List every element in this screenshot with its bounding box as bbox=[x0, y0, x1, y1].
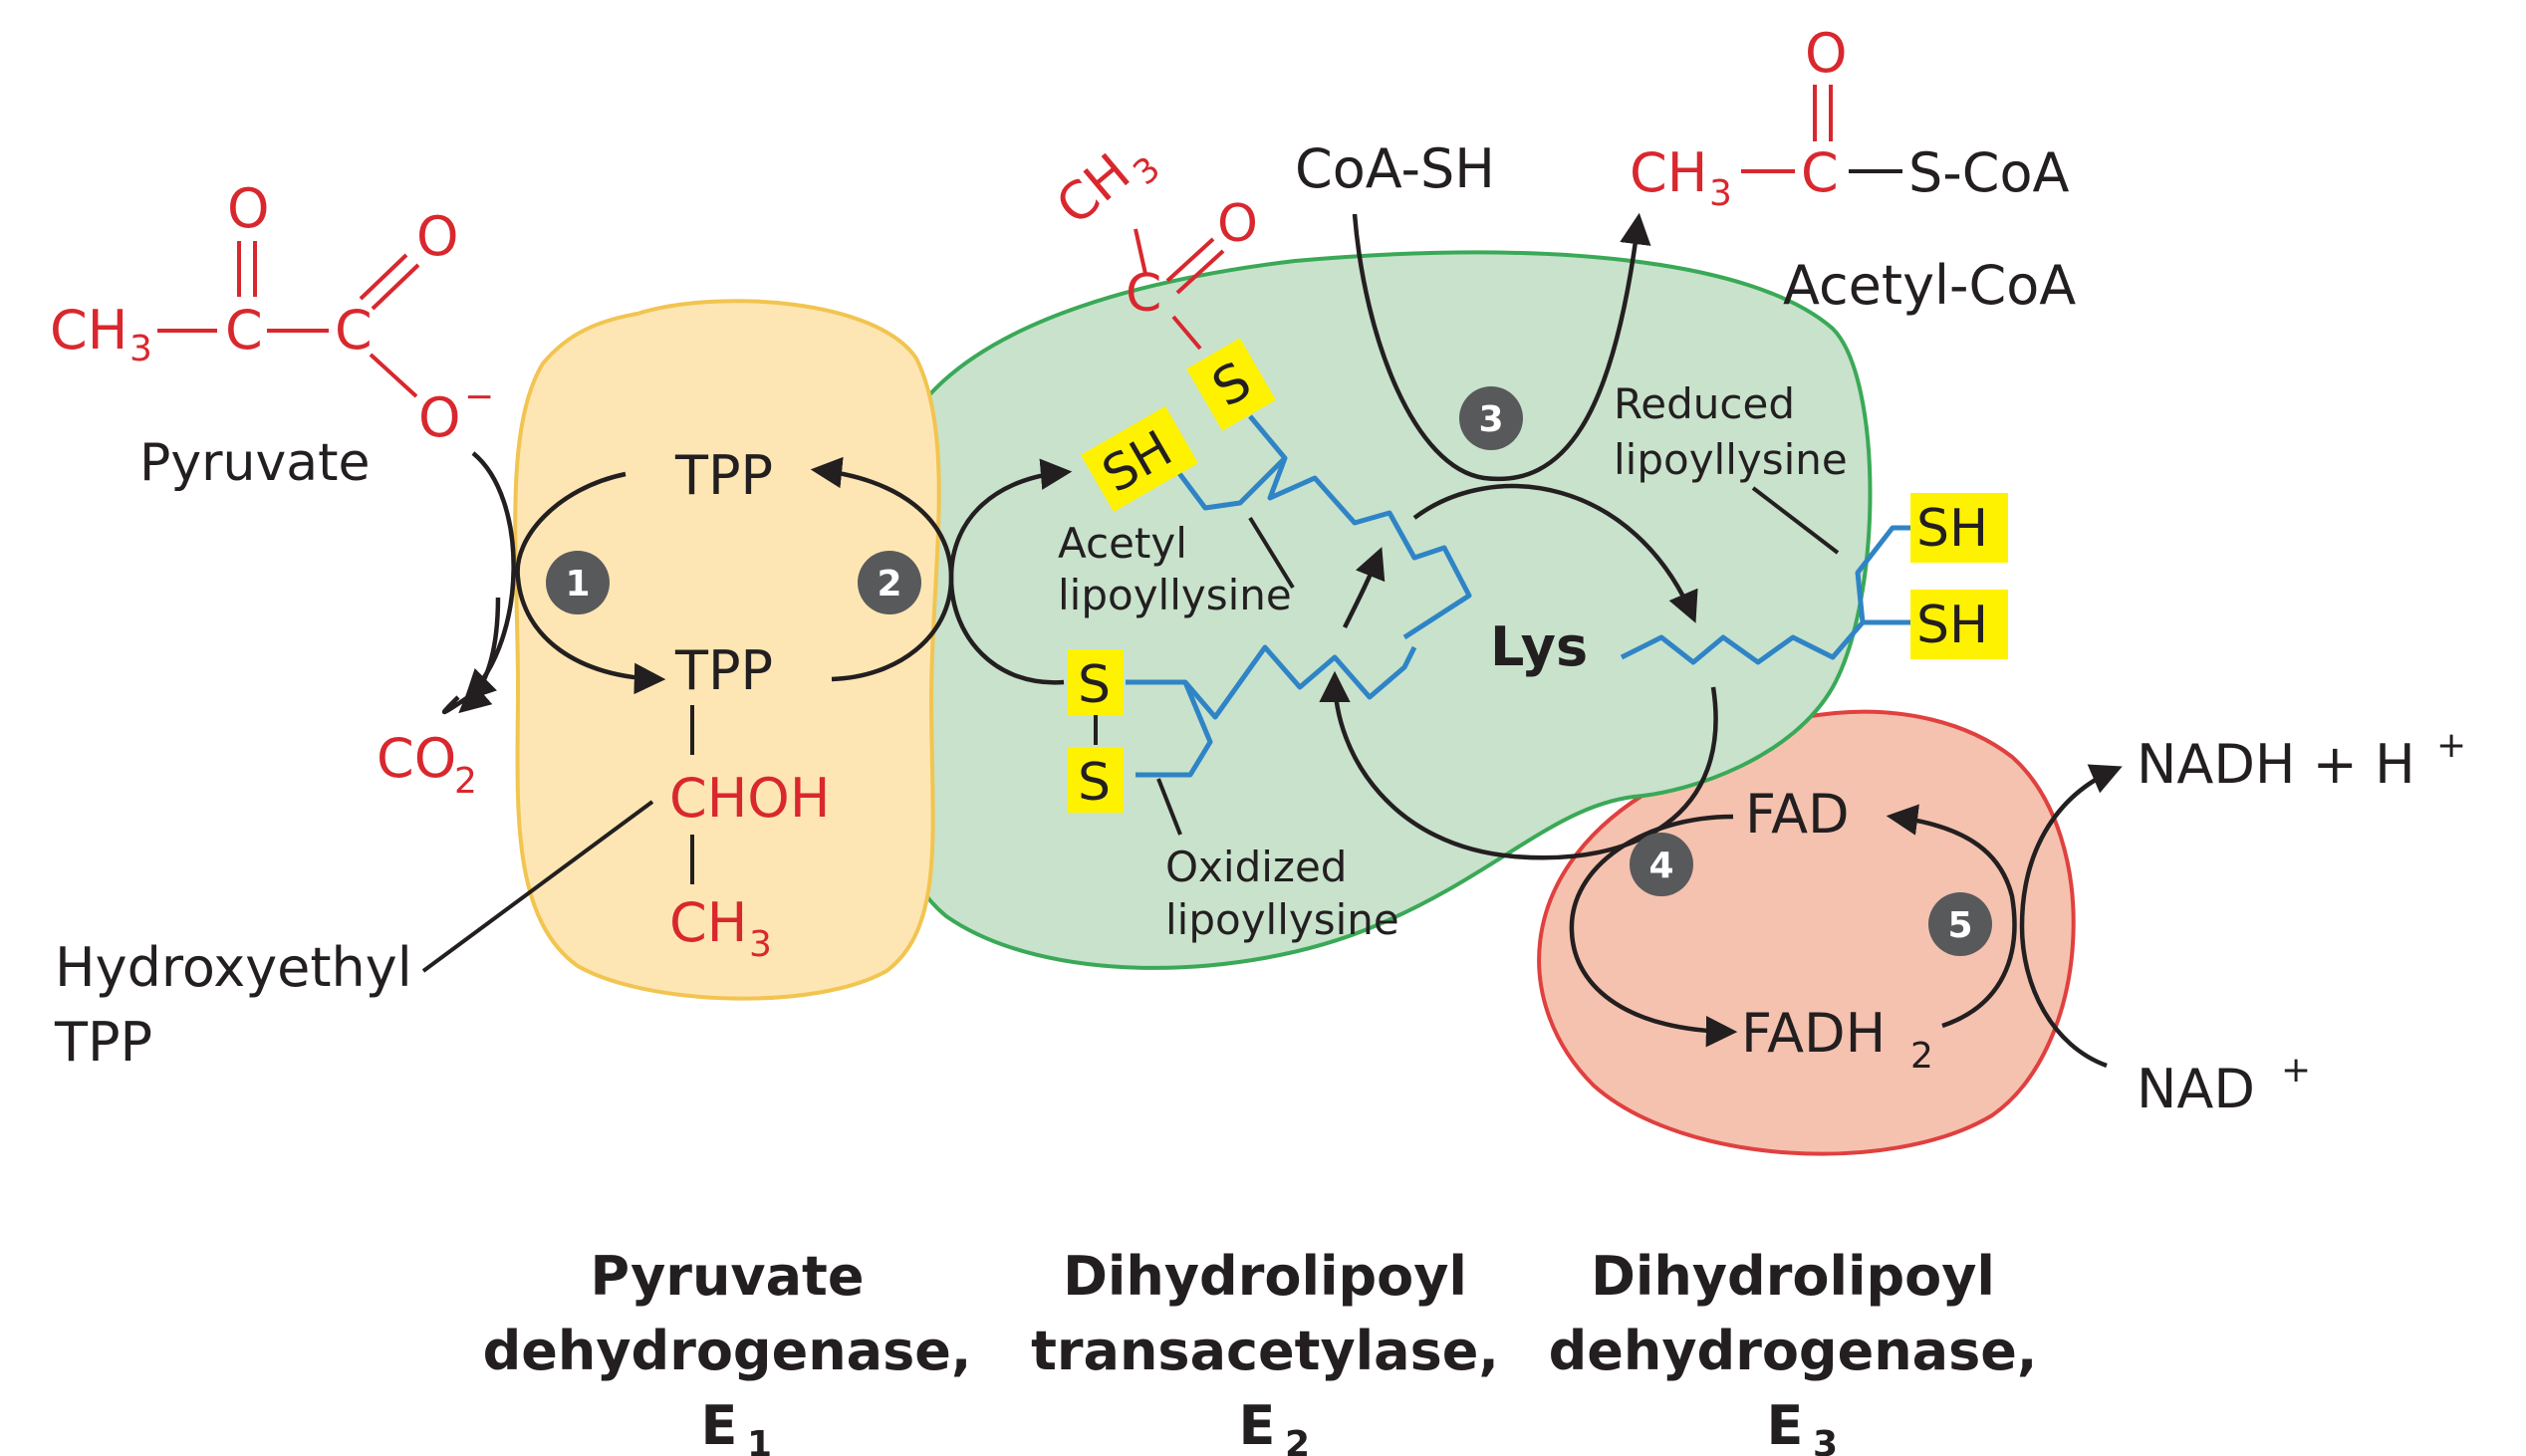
svg-text:FAD: FAD bbox=[1745, 783, 1850, 846]
svg-text:lipoyllysine: lipoyllysine bbox=[1058, 571, 1292, 619]
svg-text:Dihydrolipoyl: Dihydrolipoyl bbox=[1063, 1245, 1467, 1308]
svg-text:C: C bbox=[335, 299, 373, 362]
svg-text:E: E bbox=[701, 1394, 738, 1456]
svg-text:CH: CH bbox=[1630, 141, 1707, 204]
svg-text:O: O bbox=[1217, 194, 1258, 254]
svg-text:3: 3 bbox=[1709, 173, 1732, 214]
svg-text:CHOH: CHOH bbox=[669, 767, 830, 830]
step-1-badge: 1 bbox=[546, 551, 610, 614]
hydroxyethyl-tpp-label: Hydroxyethyl TPP bbox=[54, 800, 654, 1074]
co2-product: CO 2 bbox=[377, 727, 477, 802]
e1-contents: TPP TPP CHOH CH 3 bbox=[669, 444, 830, 965]
svg-text:O: O bbox=[416, 205, 459, 268]
svg-text:CH: CH bbox=[1046, 143, 1141, 237]
svg-text:+: + bbox=[2281, 1050, 2311, 1091]
lys-label: Lys bbox=[1490, 615, 1588, 678]
svg-text:NAD: NAD bbox=[2137, 1058, 2255, 1120]
svg-text:1: 1 bbox=[565, 564, 590, 605]
svg-text:SH: SH bbox=[1916, 499, 1988, 559]
svg-text:3: 3 bbox=[1813, 1424, 1838, 1456]
svg-text:O: O bbox=[418, 386, 461, 449]
svg-text:Dihydrolipoyl: Dihydrolipoyl bbox=[1591, 1245, 1995, 1308]
e3-contents: FAD FADH 2 bbox=[1741, 783, 1933, 1077]
svg-text:1: 1 bbox=[747, 1424, 772, 1456]
step-5-badge: 5 bbox=[1928, 892, 1992, 956]
enzyme-e2-label: Dihydrolipoyl transacetylase, E 2 bbox=[1031, 1245, 1499, 1456]
svg-text:E: E bbox=[1239, 1394, 1276, 1456]
svg-text:CO: CO bbox=[377, 727, 456, 790]
lipoyllysine-chains: S SH S S SH SH bbox=[1068, 338, 2008, 813]
coa-sh-substrate: CoA-SH bbox=[1295, 137, 1495, 200]
step-2-badge: 2 bbox=[858, 551, 921, 614]
svg-text:5: 5 bbox=[1947, 905, 1972, 946]
svg-text:S: S bbox=[1078, 753, 1111, 813]
svg-text:Acetyl-CoA: Acetyl-CoA bbox=[1783, 254, 2076, 317]
svg-text:transacetylase,: transacetylase, bbox=[1031, 1320, 1499, 1382]
svg-text:CoA-SH: CoA-SH bbox=[1295, 137, 1495, 200]
svg-text:CH: CH bbox=[50, 299, 127, 362]
svg-text:Oxidized: Oxidized bbox=[1165, 843, 1347, 891]
svg-text:4: 4 bbox=[1648, 846, 1673, 886]
acetyl-coa-product: CH 3 C O S-CoA Acetyl-CoA bbox=[1630, 22, 2076, 317]
svg-text:2: 2 bbox=[1910, 1036, 1933, 1077]
svg-text:2: 2 bbox=[877, 564, 901, 605]
svg-text:C: C bbox=[225, 299, 263, 362]
svg-text:3: 3 bbox=[129, 329, 152, 369]
enzyme-e3-label: Dihydrolipoyl dehydrogenase, E 3 bbox=[1549, 1245, 2038, 1456]
pyruvate-label: Pyruvate bbox=[139, 433, 371, 493]
svg-text:lipoyllysine: lipoyllysine bbox=[1165, 895, 1399, 944]
svg-text:Acetyl: Acetyl bbox=[1058, 519, 1187, 568]
svg-text:FADH: FADH bbox=[1741, 1002, 1886, 1065]
svg-text:3: 3 bbox=[749, 924, 772, 965]
acetyl-lipoyllysine-label: Acetyl lipoyllysine bbox=[1058, 516, 1295, 619]
svg-text:S: S bbox=[1078, 655, 1111, 715]
oxidized-lipoyllysine-label: Oxidized lipoyllysine bbox=[1156, 778, 1399, 944]
svg-text:TPP: TPP bbox=[54, 1011, 152, 1074]
svg-text:O: O bbox=[227, 177, 270, 240]
svg-text:Reduced: Reduced bbox=[1614, 379, 1795, 428]
reduced-lipoyllysine-label: Reduced lipoyllysine bbox=[1614, 379, 1848, 555]
enzyme-e1-label: Pyruvate dehydrogenase, E 1 bbox=[483, 1245, 972, 1456]
svg-text:Hydroxyethyl: Hydroxyethyl bbox=[55, 936, 412, 999]
svg-text:C: C bbox=[1126, 264, 1161, 324]
svg-text:SH: SH bbox=[1916, 596, 1988, 655]
svg-text:2: 2 bbox=[1285, 1424, 1310, 1456]
svg-text:3: 3 bbox=[1478, 399, 1503, 440]
pyruvate-structure: CH 3 C C O O O − Pyruvate bbox=[50, 177, 494, 493]
svg-text:TPP: TPP bbox=[674, 444, 773, 507]
svg-text:−: − bbox=[464, 376, 494, 417]
svg-text:TPP: TPP bbox=[674, 639, 773, 702]
svg-text:dehydrogenase,: dehydrogenase, bbox=[1549, 1320, 2038, 1382]
svg-text:dehydrogenase,: dehydrogenase, bbox=[483, 1320, 972, 1382]
svg-text:O: O bbox=[1805, 22, 1848, 85]
svg-text:Pyruvate: Pyruvate bbox=[591, 1245, 865, 1308]
step-3-badge: 3 bbox=[1459, 386, 1523, 450]
nad-labels: NADH + H + NAD + bbox=[2137, 725, 2466, 1120]
svg-text:lipoyllysine: lipoyllysine bbox=[1614, 435, 1848, 484]
svg-text:2: 2 bbox=[454, 761, 477, 802]
step-4-badge: 4 bbox=[1630, 833, 1693, 896]
svg-text:C: C bbox=[1801, 141, 1839, 204]
svg-text:+: + bbox=[2436, 725, 2466, 766]
svg-text:E: E bbox=[1767, 1394, 1804, 1456]
svg-text:S-CoA: S-CoA bbox=[1908, 141, 2070, 204]
svg-text:CH: CH bbox=[669, 891, 747, 954]
svg-text:NADH + H: NADH + H bbox=[2137, 733, 2415, 796]
reaction-arrows bbox=[441, 212, 2123, 1069]
